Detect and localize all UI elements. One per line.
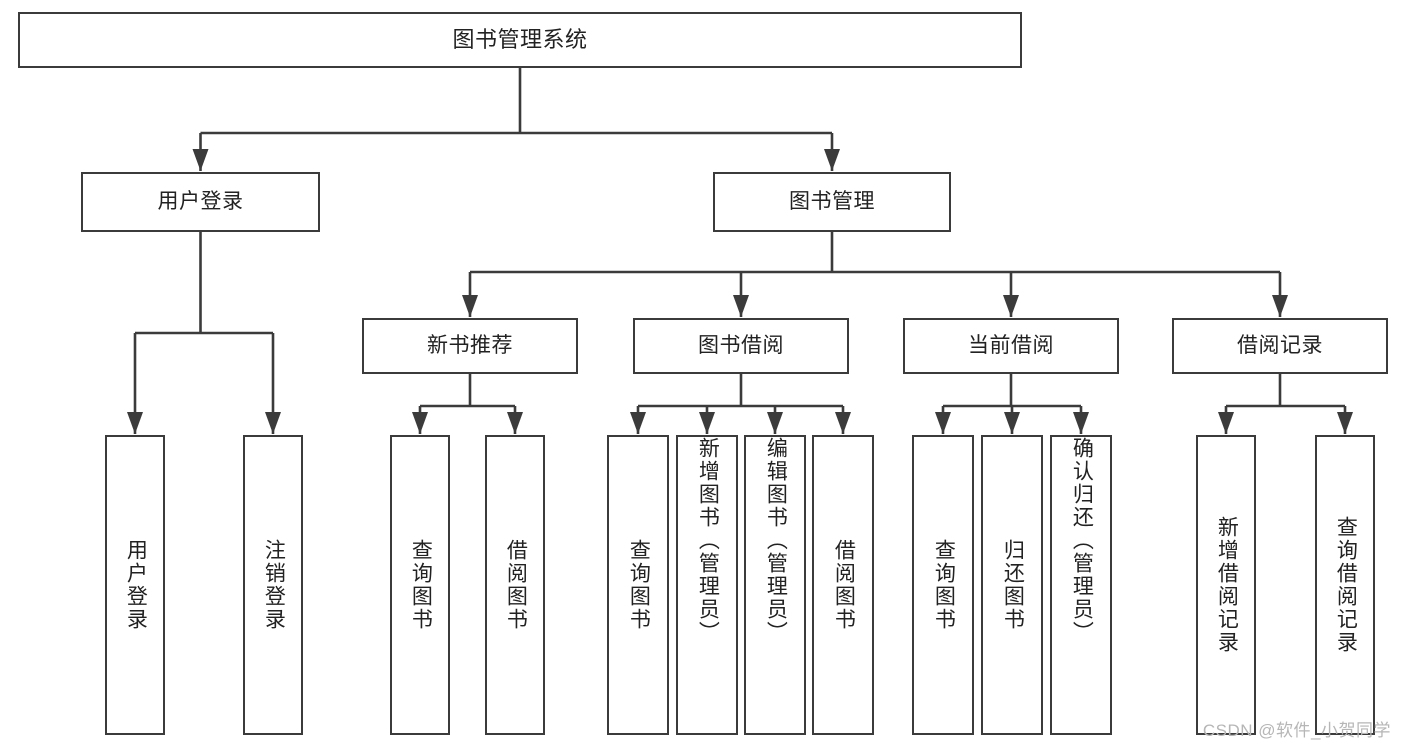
node-current-borrow[interactable]: 当前借阅 [903, 318, 1119, 374]
node-label-book-borrow: 图书借阅 [698, 333, 784, 357]
node-label-user-login: 用户登录 [157, 189, 244, 213]
node-user-login-logout[interactable]: 注销登录 [243, 435, 303, 735]
node-label-root: 图书管理系统 [452, 27, 588, 53]
node-label-current-borrow: 当前借阅 [968, 333, 1054, 357]
node-label-borrow-add-book-admin: 新增图书（管理员） [696, 437, 720, 644]
node-label-record-query-record: 查询借阅记录 [1334, 516, 1358, 654]
node-recommend-borrow-book[interactable]: 借阅图书 [485, 435, 545, 735]
node-label-borrow-edit-book-admin: 编辑图书（管理员） [764, 437, 788, 644]
node-record-add-record[interactable]: 新增借阅记录 [1196, 435, 1256, 735]
node-borrow-borrow-book[interactable]: 借阅图书 [812, 435, 874, 735]
node-label-recommend-borrow-book: 借阅图书 [504, 539, 528, 631]
node-user-login-login[interactable]: 用户登录 [105, 435, 165, 735]
node-label-user-login-logout: 注销登录 [262, 539, 286, 631]
node-label-current-confirm-return-admin: 确认归还（管理员） [1070, 437, 1094, 644]
node-current-confirm-return-admin[interactable]: 确认归还（管理员） [1050, 435, 1112, 735]
node-book-borrow[interactable]: 图书借阅 [633, 318, 849, 374]
node-root[interactable]: 图书管理系统 [18, 12, 1022, 68]
node-label-borrow-borrow-book: 借阅图书 [832, 539, 856, 631]
node-current-query-book[interactable]: 查询图书 [912, 435, 974, 735]
node-label-borrow-query-book: 查询图书 [627, 539, 651, 631]
watermark-text: CSDN @软件_小贺同学 [1202, 721, 1391, 740]
node-borrow-add-book-admin[interactable]: 新增图书（管理员） [676, 435, 738, 735]
node-label-user-login-login: 用户登录 [124, 539, 148, 631]
node-record-query-record[interactable]: 查询借阅记录 [1315, 435, 1375, 735]
node-user-login[interactable]: 用户登录 [81, 172, 320, 232]
node-borrow-query-book[interactable]: 查询图书 [607, 435, 669, 735]
node-label-book-manage: 图书管理 [789, 189, 875, 213]
node-borrow-edit-book-admin[interactable]: 编辑图书（管理员） [744, 435, 806, 735]
node-book-manage[interactable]: 图书管理 [713, 172, 951, 232]
node-label-borrow-record: 借阅记录 [1237, 333, 1323, 357]
node-label-current-query-book: 查询图书 [932, 539, 956, 631]
node-borrow-record[interactable]: 借阅记录 [1172, 318, 1388, 374]
node-recommend-query-book[interactable]: 查询图书 [390, 435, 450, 735]
node-label-record-add-record: 新增借阅记录 [1215, 516, 1239, 654]
node-label-new-book-recommend: 新书推荐 [427, 333, 513, 357]
node-label-current-return-book: 归还图书 [1001, 539, 1025, 631]
node-label-recommend-query-book: 查询图书 [409, 539, 433, 631]
node-current-return-book[interactable]: 归还图书 [981, 435, 1043, 735]
node-new-book-recommend[interactable]: 新书推荐 [362, 318, 578, 374]
